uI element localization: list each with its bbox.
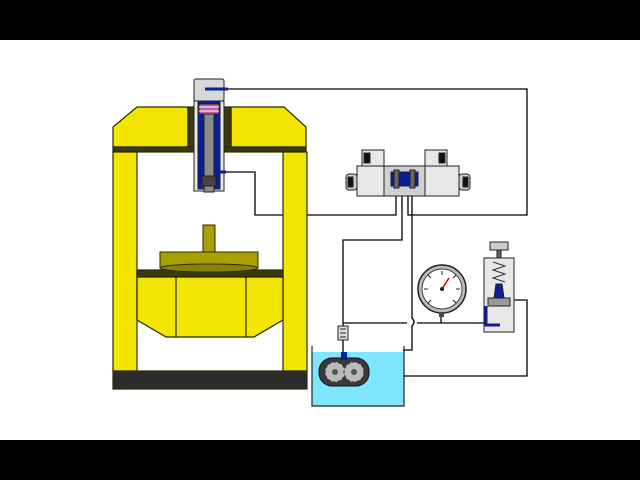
gauge-stem — [439, 312, 444, 317]
pipe-pressure — [342, 195, 403, 360]
letterbox-bottom — [0, 440, 640, 480]
hydraulic-cylinder — [193, 78, 228, 193]
valve-knob-left-end — [347, 176, 354, 188]
pump-outlet — [341, 352, 347, 360]
gauge-ticks — [424, 271, 460, 304]
gauge-needle — [441, 277, 450, 290]
pipe-cylinder-bottom — [224, 171, 397, 216]
press-base — [112, 370, 308, 390]
relief-spring — [491, 261, 507, 283]
directional-control-valve — [345, 149, 471, 197]
pressure-relief-valve — [483, 241, 515, 333]
valve-cap-right — [438, 152, 446, 164]
relief-adjuster-knob — [489, 241, 509, 251]
suction-filter — [337, 325, 349, 341]
gear-pump — [318, 352, 370, 387]
pipe-return — [403, 195, 415, 351]
hydraulic-lines — [224, 88, 528, 377]
press-column-left — [112, 151, 138, 372]
bolster — [136, 276, 284, 338]
cylinder-piston — [198, 103, 220, 115]
rod-seal — [201, 175, 217, 187]
valve-spool-land-1 — [393, 169, 400, 189]
pressure-gauge — [417, 264, 467, 317]
platen-edge — [159, 263, 259, 273]
platen-stem — [202, 224, 216, 253]
relief-poppet — [493, 283, 505, 299]
relief-seat — [487, 297, 511, 307]
pipe-relief-return — [403, 299, 528, 377]
reservoir-walls — [311, 346, 405, 407]
valve-knob-right-end — [462, 176, 469, 188]
press-platen — [159, 224, 259, 273]
pipe-cylinder-top — [228, 88, 528, 216]
letterbox-top — [0, 0, 640, 40]
cylinder-rod — [203, 113, 215, 193]
relief-inlet — [484, 306, 500, 327]
press-column-right — [282, 151, 308, 372]
gauge-hub — [440, 287, 444, 291]
valve-cap-left — [363, 152, 371, 164]
valve-spool-land-2 — [409, 169, 416, 189]
